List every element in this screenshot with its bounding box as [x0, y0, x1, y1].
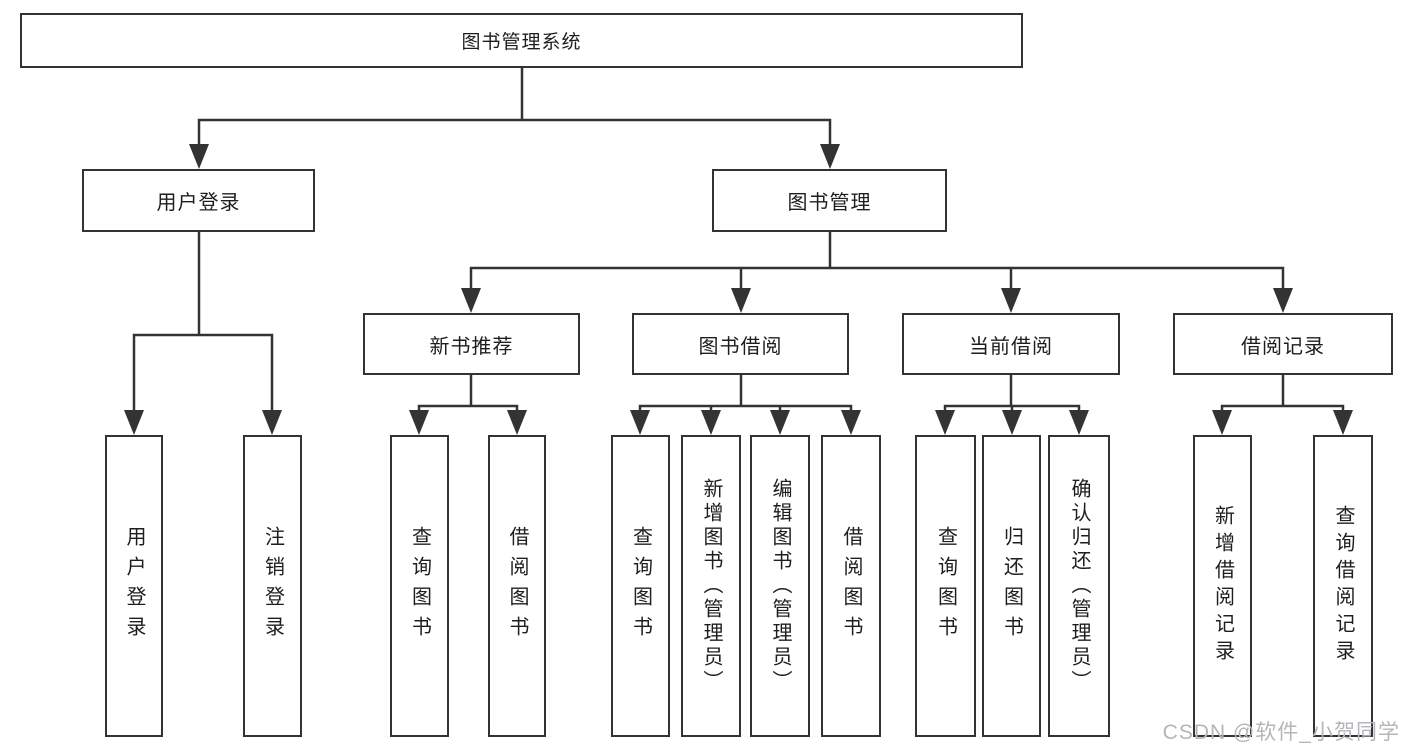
node-label: 用户登录: [156, 192, 241, 214]
node-new-book-recommend: 新书推荐: [363, 313, 580, 375]
node-label: 新增借阅记录: [1211, 505, 1234, 667]
node-label: 用户登录: [123, 526, 145, 646]
node-label: 图书管理: [787, 192, 872, 214]
node-book-management: 图书管理: [712, 169, 947, 232]
node-label: 确认归还（管理员）: [1068, 478, 1090, 694]
leaf-confirm-return-admin: 确认归还（管理员）: [1048, 435, 1110, 737]
node-label: 新增图书（管理员）: [700, 478, 722, 694]
node-label: 查询借阅记录: [1332, 505, 1354, 667]
node-book-borrowing: 图书借阅: [632, 313, 849, 375]
node-label: 图书借阅: [698, 335, 783, 358]
node-label: 查询图书: [408, 526, 431, 646]
node-label: 归还图书: [1000, 526, 1023, 646]
leaf-add-book-admin: 新增图书（管理员）: [681, 435, 741, 737]
node-label: 查询图书: [629, 526, 652, 646]
leaf-current-query-book: 查询图书: [915, 435, 976, 737]
node-label: 注销登录: [261, 526, 284, 646]
leaf-recommend-query-book: 查询图书: [390, 435, 449, 737]
node-label: 借阅图书: [840, 526, 862, 646]
leaf-edit-book-admin: 编辑图书（管理员）: [750, 435, 810, 737]
leaf-add-borrow-record: 新增借阅记录: [1193, 435, 1252, 737]
node-label: 查询图书: [934, 526, 957, 646]
arrowheads: [124, 144, 1353, 435]
node-label: 编辑图书（管理员）: [769, 478, 791, 694]
connector-lines: [132, 66, 1345, 422]
node-root: 图书管理系统: [20, 13, 1023, 68]
node-label: 借阅记录: [1241, 335, 1325, 358]
leaf-logout: 注销登录: [243, 435, 302, 737]
leaf-query-borrow-record: 查询借阅记录: [1313, 435, 1373, 737]
node-label: 图书管理系统: [461, 32, 582, 53]
node-borrowing-records: 借阅记录: [1173, 313, 1393, 375]
leaf-user-login: 用户登录: [105, 435, 163, 737]
leaf-borrowing-borrow-book: 借阅图书: [821, 435, 881, 737]
node-label: 借阅图书: [506, 526, 528, 646]
node-current-borrowing: 当前借阅: [902, 313, 1120, 375]
leaf-borrowing-query-book: 查询图书: [611, 435, 670, 737]
watermark: CSDN @软件_小贺同学: [1162, 721, 1400, 744]
leaf-return-book: 归还图书: [982, 435, 1041, 737]
leaf-recommend-borrow-book: 借阅图书: [488, 435, 546, 737]
node-user-login: 用户登录: [82, 169, 315, 232]
node-label: 新书推荐: [429, 335, 514, 358]
node-label: 当前借阅: [969, 335, 1053, 358]
